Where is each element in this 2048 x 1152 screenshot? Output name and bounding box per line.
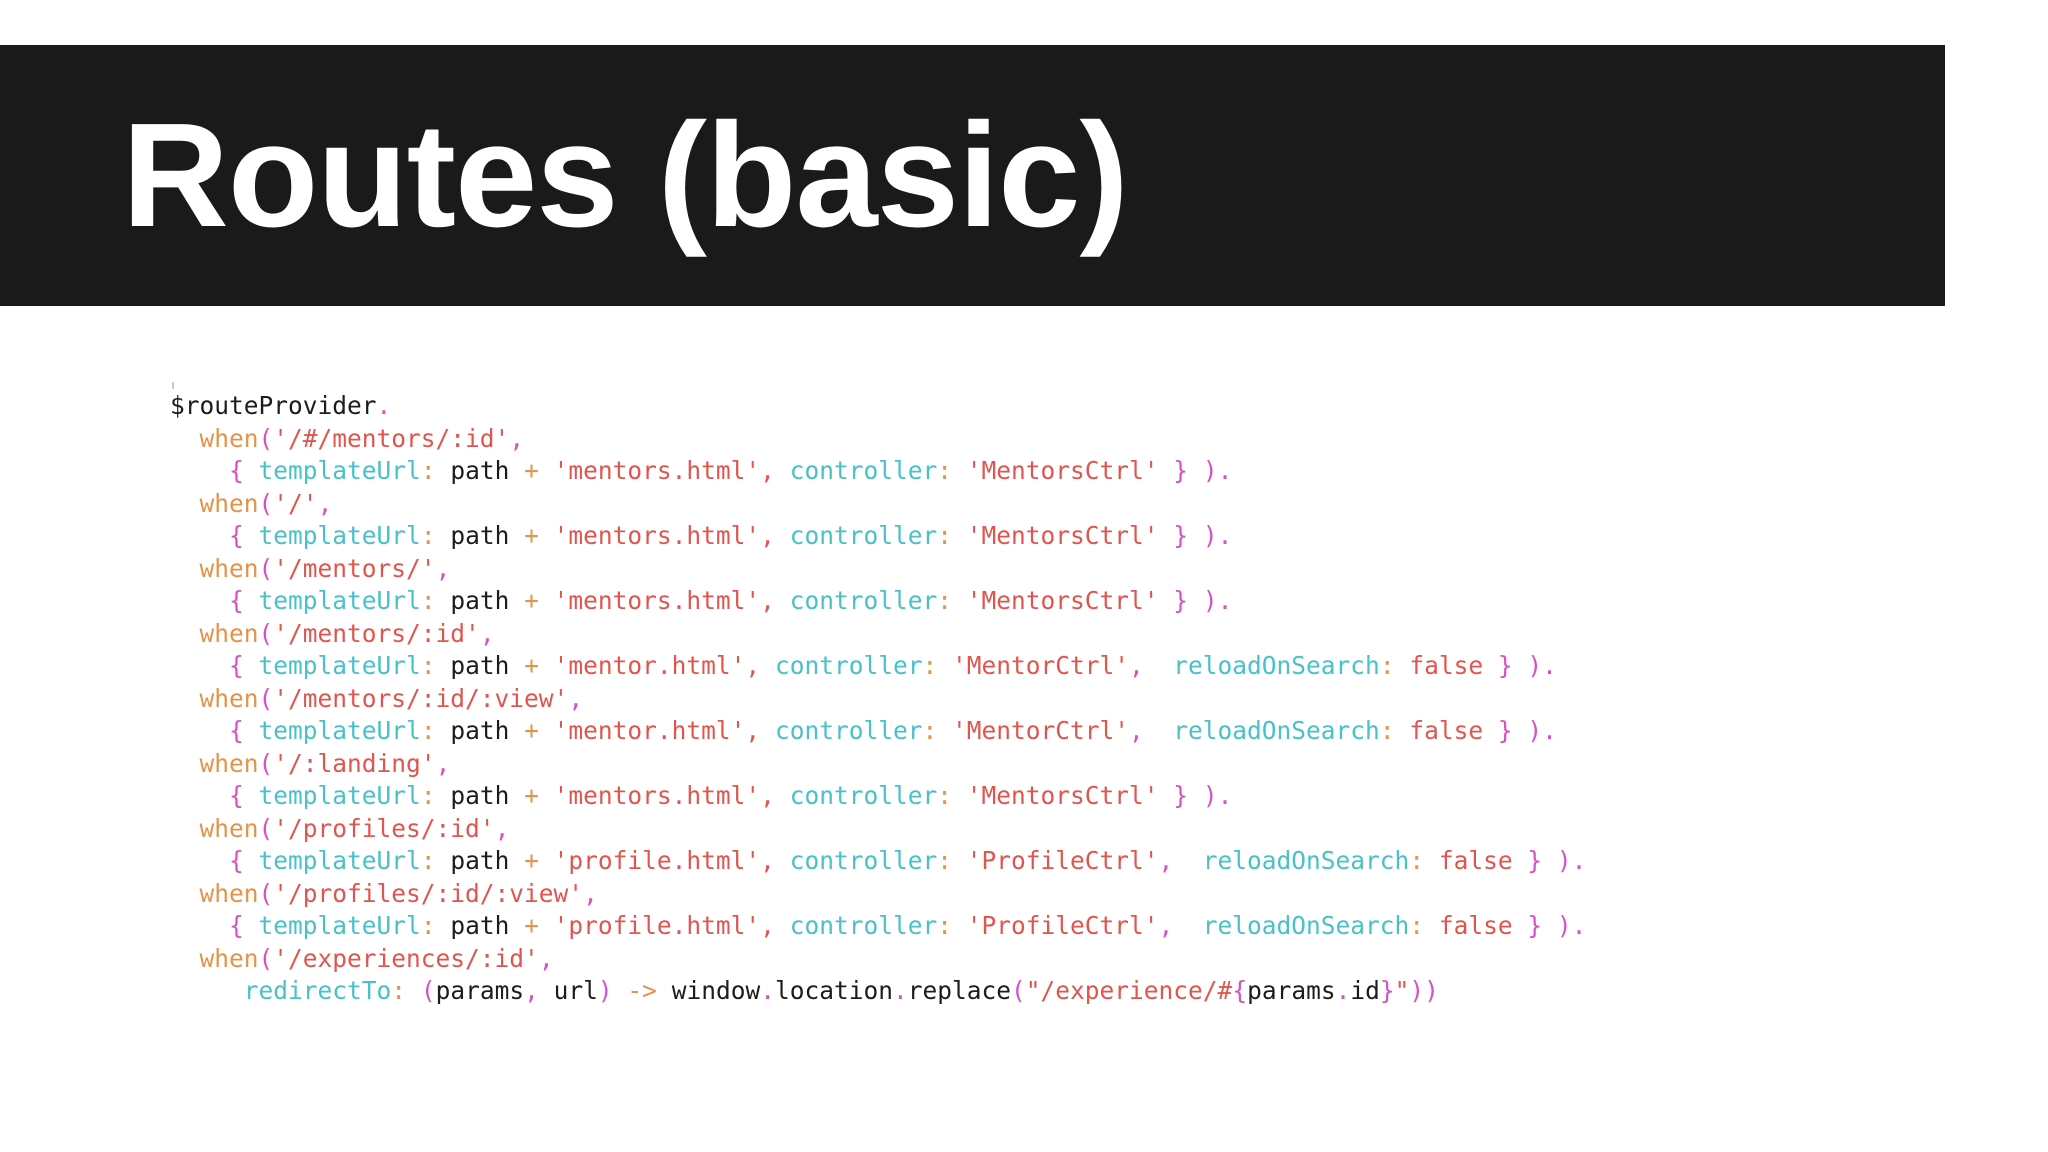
route-pattern: '/:landing' — [273, 748, 436, 778]
replace-method: replace — [907, 976, 1012, 1005]
url-var: url — [553, 976, 598, 1005]
code-line: { templateUrl: path + 'mentor.html', con… — [229, 716, 1557, 745]
route-pattern: '/#/mentors/:id' — [273, 423, 510, 453]
window-var: window — [671, 976, 761, 1005]
code-line: when('/profiles/:id/:view', — [199, 878, 598, 908]
controller-name: 'MentorsCtrl' — [966, 781, 1159, 810]
controller-name: 'MentorCtrl' — [952, 651, 1130, 680]
title-banner: Routes (basic) — [0, 45, 1945, 306]
route-pattern: '/mentors/:id' — [273, 618, 480, 648]
code-line: { templateUrl: path + 'mentors.html', co… — [229, 586, 1233, 615]
page-title: Routes (basic) — [122, 92, 1129, 258]
params-var: params — [435, 976, 525, 1005]
controller-name: 'ProfileCtrl' — [966, 846, 1159, 875]
method-when: when — [199, 423, 259, 453]
code-line: { templateUrl: path + 'mentors.html', co… — [229, 781, 1233, 810]
code-line: when('/:landing', — [199, 748, 451, 778]
controller-name: 'MentorsCtrl' — [966, 456, 1159, 485]
template-file: 'profile.html' — [553, 911, 761, 940]
code-tick-mark — [172, 382, 174, 389]
reload-on-search-value: false — [1409, 716, 1484, 745]
code-line: when('/mentors/:id', — [199, 618, 495, 648]
location-prop: location — [774, 976, 893, 1005]
object-name: $routeProvider — [170, 391, 377, 420]
code-screenshot: $routeProvider. when('/#/mentors/:id', {… — [0, 330, 2048, 1150]
code-block: $routeProvider. when('/#/mentors/:id', {… — [170, 390, 1586, 1008]
template-file: 'profile.html' — [553, 846, 761, 875]
code-line: when('/mentors/', — [199, 553, 451, 583]
reload-on-search-value: false — [1438, 911, 1513, 940]
code-line: { templateUrl: path + 'mentors.html', co… — [229, 456, 1233, 485]
code-line: { templateUrl: path + 'mentor.html', con… — [229, 651, 1557, 680]
reload-on-search-value: false — [1409, 651, 1484, 680]
code-line: { templateUrl: path + 'profile.html', co… — [229, 846, 1587, 875]
controller-key: controller — [789, 456, 938, 485]
code-line: $routeProvider. — [170, 391, 392, 420]
template-file: 'mentors.html' — [553, 456, 761, 485]
controller-name: 'MentorsCtrl' — [966, 521, 1159, 550]
code-line: when('/experiences/:id', — [199, 943, 554, 973]
redirect-target: "/experience/# — [1025, 976, 1233, 1005]
redirect-to-key: redirectTo — [243, 976, 392, 1005]
route-pattern: '/profiles/:id' — [273, 813, 495, 843]
template-file: 'mentors.html' — [553, 521, 761, 550]
controller-name: 'ProfileCtrl' — [966, 911, 1159, 940]
route-pattern: '/mentors/' — [273, 553, 436, 583]
code-line: { templateUrl: path + 'profile.html', co… — [229, 911, 1587, 940]
code-line: when('/profiles/:id', — [199, 813, 510, 843]
template-url-key: templateUrl — [258, 456, 421, 485]
template-file: 'mentors.html' — [553, 586, 761, 615]
code-line: when('/mentors/:id/:view', — [199, 683, 584, 713]
reload-on-search-key: reloadOnSearch — [1173, 651, 1380, 680]
code-line: when('/#/mentors/:id', — [199, 423, 525, 453]
route-pattern: '/profiles/:id/:view' — [273, 878, 584, 908]
route-pattern: '/' — [273, 488, 318, 518]
template-file: 'mentor.html' — [553, 716, 746, 745]
template-file: 'mentors.html' — [553, 781, 761, 810]
route-pattern: '/mentors/:id/:view' — [273, 683, 569, 713]
code-line: when('/', — [199, 488, 333, 518]
controller-name: 'MentorCtrl' — [952, 716, 1130, 745]
route-pattern: '/experiences/:id' — [273, 943, 539, 973]
code-line: redirectTo: (params, url) -> window.loca… — [243, 976, 1439, 1005]
template-file: 'mentor.html' — [553, 651, 746, 680]
reload-on-search-value: false — [1438, 846, 1513, 875]
code-line: { templateUrl: path + 'mentors.html', co… — [229, 521, 1233, 550]
controller-name: 'MentorsCtrl' — [966, 586, 1159, 615]
path-var: path — [450, 456, 510, 485]
